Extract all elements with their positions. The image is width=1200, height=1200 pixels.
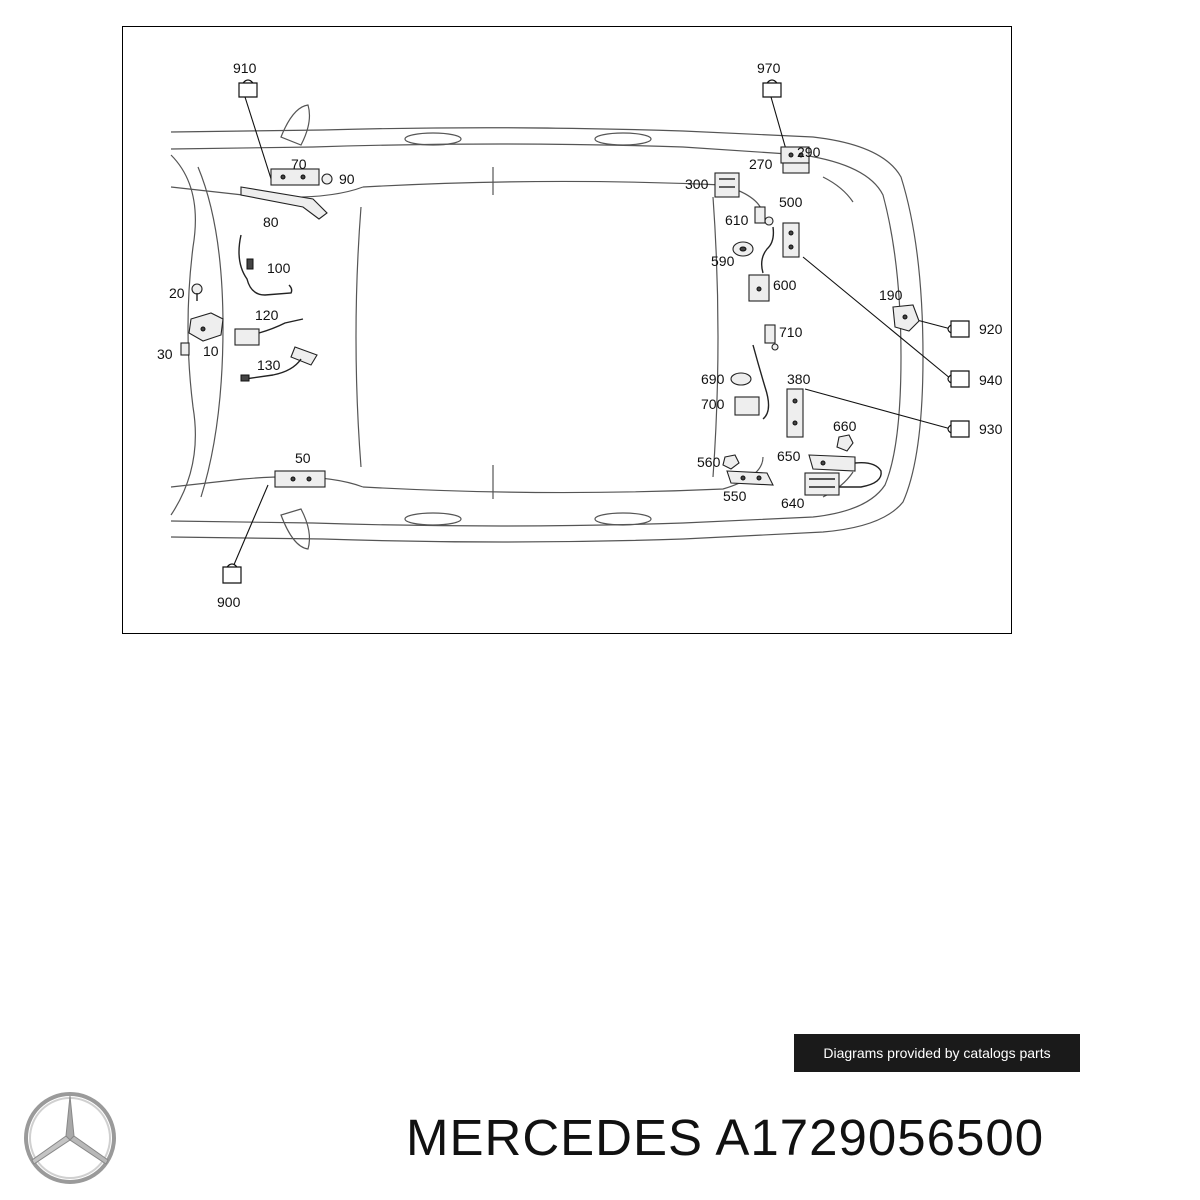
part-550-bracket — [726, 470, 774, 486]
brand-title: MERCEDES A1729056500 — [406, 1109, 1045, 1166]
label-190: 190 — [879, 287, 903, 303]
label-130: 130 — [257, 357, 281, 373]
label-550: 550 — [723, 488, 747, 504]
label-970: 970 — [757, 60, 781, 76]
label-270: 270 — [749, 156, 773, 172]
ref-symbols — [222, 79, 970, 584]
part-500-module — [760, 222, 800, 274]
label-920: 920 — [979, 321, 1003, 337]
label-120: 120 — [255, 307, 279, 323]
label-30: 30 — [157, 346, 173, 362]
label-690: 690 — [701, 371, 725, 387]
label-20: 20 — [169, 285, 185, 301]
mercedes-star-icon — [24, 1092, 116, 1184]
part-10-module — [180, 312, 224, 356]
label-900: 900 — [217, 594, 241, 610]
label-80: 80 — [263, 214, 279, 230]
label-380: 380 — [787, 371, 811, 387]
label-710: 710 — [779, 324, 803, 340]
part-640-unit — [804, 472, 840, 496]
part-660-nut — [836, 434, 854, 452]
part-100-cable — [238, 234, 293, 296]
part-300-unit — [714, 172, 740, 198]
label-700: 700 — [701, 396, 725, 412]
part-560-nut — [722, 454, 740, 470]
part-number-labels: 910 970 70 90 80 290 270 300 500 610 590… — [157, 60, 1003, 610]
part-70-80-bracket — [240, 168, 333, 220]
part-20-bolt — [191, 283, 203, 301]
part-120-antenna — [234, 318, 304, 346]
part-650-bracket — [808, 454, 882, 488]
label-10: 10 — [203, 343, 219, 359]
label-300: 300 — [685, 176, 709, 192]
label-610: 610 — [725, 212, 749, 228]
label-70: 70 — [291, 156, 307, 172]
label-590: 590 — [711, 253, 735, 269]
label-100: 100 — [267, 260, 291, 276]
parts-diagram: 910 970 70 90 80 290 270 300 500 610 590… — [122, 26, 1012, 634]
part-690-grommet — [730, 372, 752, 386]
label-650: 650 — [777, 448, 801, 464]
label-50: 50 — [295, 450, 311, 466]
label-930: 930 — [979, 421, 1003, 437]
label-90: 90 — [339, 171, 355, 187]
car-body-outline: 910 970 70 90 80 290 270 300 500 610 590… — [157, 60, 1003, 610]
label-640: 640 — [781, 495, 805, 511]
label-940: 940 — [979, 372, 1003, 388]
label-660: 660 — [833, 418, 857, 434]
part-700-wire-box — [734, 344, 770, 420]
label-500: 500 — [779, 194, 803, 210]
part-130-cable — [240, 346, 318, 382]
label-910: 910 — [233, 60, 257, 76]
part-590-grommet — [732, 241, 754, 257]
leader-lines — [232, 96, 952, 568]
part-600-box — [748, 274, 770, 302]
label-290: 290 — [797, 144, 821, 160]
part-610-clip — [754, 206, 774, 226]
label-600: 600 — [773, 277, 797, 293]
part-190-sensor — [892, 304, 920, 332]
part-50-bracket — [274, 470, 326, 488]
part-270-290-cluster — [780, 146, 810, 174]
label-560: 560 — [697, 454, 721, 470]
part-380-module — [786, 388, 804, 438]
part-710-clip — [764, 324, 779, 351]
credit-badge: Diagrams provided by catalogs parts — [794, 1034, 1080, 1072]
